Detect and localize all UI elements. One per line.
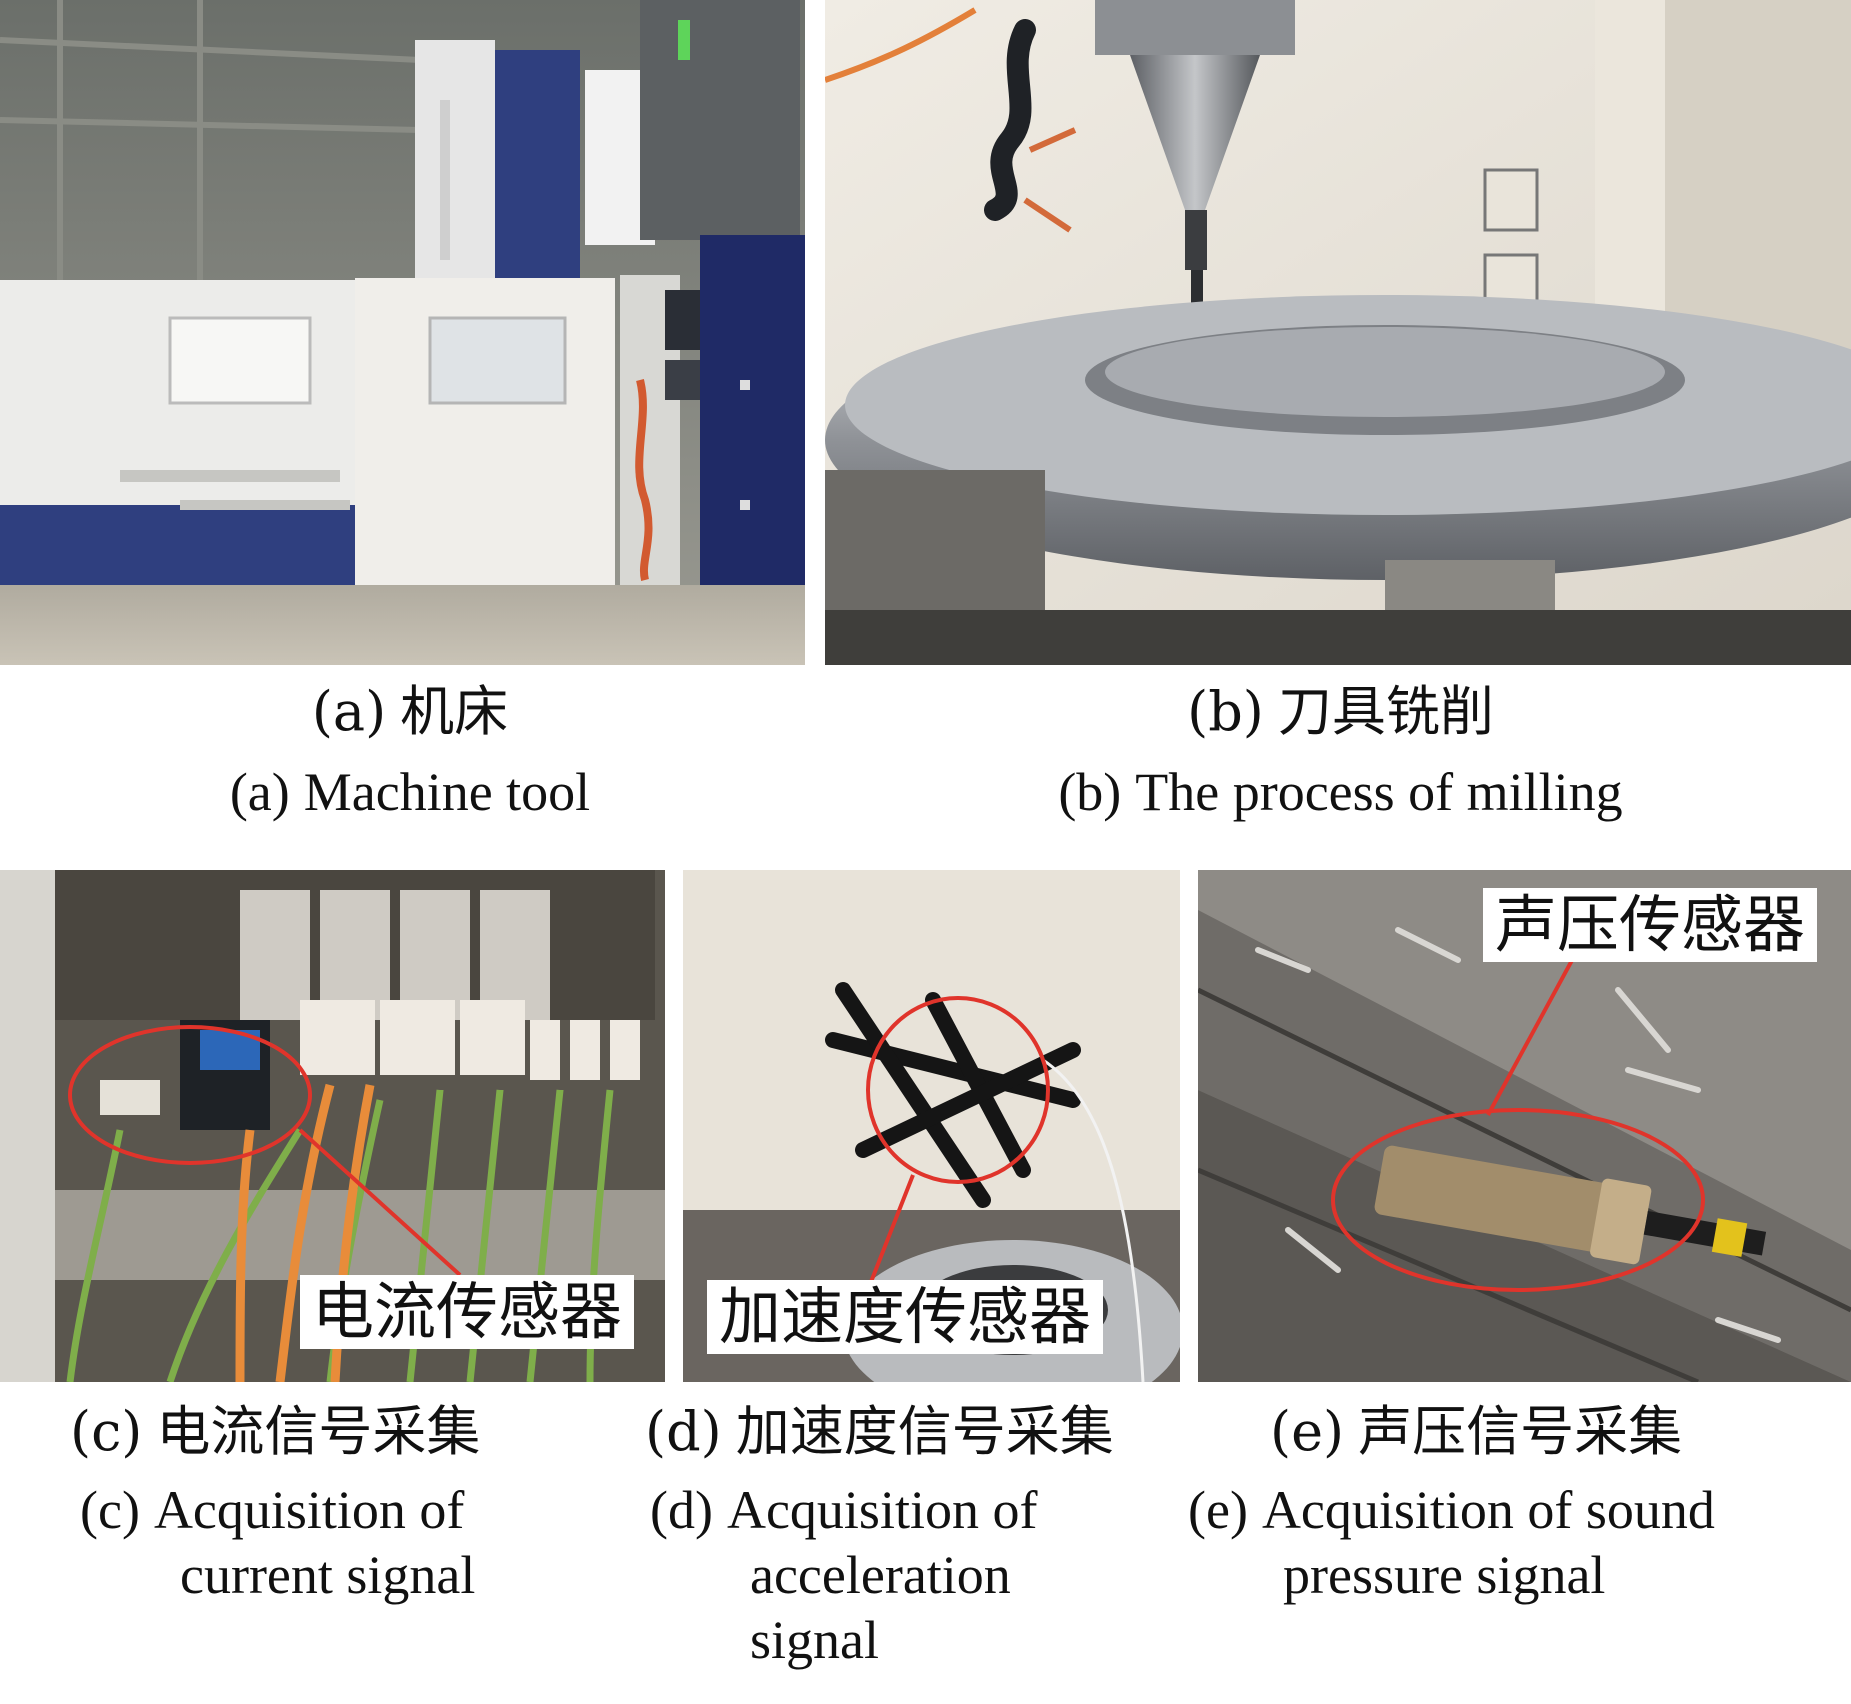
caption-c-cn-label: (c) bbox=[70, 1400, 143, 1463]
caption-a-cn: (a)机床 bbox=[0, 680, 820, 745]
caption-d-cn-label: (d) bbox=[645, 1400, 722, 1463]
photo-acceleration-sensor: 加速度传感器 bbox=[683, 870, 1180, 1382]
caption-c-en: (c)Acquisition of current signal bbox=[80, 1478, 640, 1608]
callout-current-sensor: 电流传感器 bbox=[300, 1275, 635, 1349]
sound-pressure-sensor-illustration bbox=[1198, 870, 1851, 1382]
caption-d-en-line2: acceleration bbox=[750, 1544, 1011, 1605]
caption-a-cn-text: 机床 bbox=[400, 680, 509, 743]
caption-d-cn-text: 加速度信号采集 bbox=[735, 1400, 1114, 1463]
caption-e-cn-label: (e) bbox=[1270, 1400, 1345, 1463]
caption-b-cn: (b)刀具铣削 bbox=[830, 680, 1851, 745]
photo-current-sensor: 电流传感器 bbox=[0, 870, 665, 1382]
callout-acceleration-sensor: 加速度传感器 bbox=[707, 1280, 1104, 1354]
callout-sound-pressure-sensor: 声压传感器 bbox=[1483, 888, 1818, 962]
caption-e-en: (e)Acquisition of sound pressure signal bbox=[1188, 1478, 1851, 1608]
caption-d-en-line3: signal bbox=[750, 1609, 879, 1670]
caption-e-cn-text: 声压信号采集 bbox=[1358, 1400, 1683, 1463]
caption-d-en-label: (d) bbox=[650, 1480, 713, 1540]
machine-tool-illustration bbox=[0, 0, 805, 665]
caption-c-en-line2: current signal bbox=[180, 1544, 476, 1605]
milling-illustration bbox=[825, 0, 1851, 665]
caption-c-cn: (c)电流信号采集 bbox=[70, 1400, 630, 1465]
caption-a-en-label: (a) bbox=[229, 762, 290, 822]
caption-c-en-label: (c) bbox=[80, 1480, 140, 1540]
caption-a-cn-label: (a) bbox=[311, 680, 387, 743]
caption-a-en: (a)Machine tool bbox=[0, 760, 820, 825]
photo-milling-process bbox=[825, 0, 1851, 665]
caption-e-cn: (e)声压信号采集 bbox=[1270, 1400, 1830, 1465]
caption-e-en-label: (e) bbox=[1188, 1480, 1248, 1540]
caption-b-en-label: (b) bbox=[1058, 762, 1122, 822]
caption-a-en-text: Machine tool bbox=[303, 762, 591, 822]
caption-c-cn-text: 电流信号采集 bbox=[156, 1400, 481, 1463]
caption-b-cn-label: (b) bbox=[1187, 680, 1264, 743]
caption-d-en-line1: Acquisition of bbox=[726, 1480, 1038, 1540]
caption-e-en-line2: pressure signal bbox=[1283, 1544, 1606, 1605]
caption-b-en: (b)The process of milling bbox=[830, 760, 1851, 825]
caption-b-en-text: The process of milling bbox=[1135, 762, 1623, 822]
photo-machine-tool bbox=[0, 0, 805, 665]
caption-d-en: (d)Acquisition of acceleration signal bbox=[650, 1478, 1170, 1672]
caption-d-cn: (d)加速度信号采集 bbox=[645, 1400, 1225, 1465]
caption-c-en-line1: Acquisition of bbox=[153, 1480, 465, 1540]
caption-b-cn-text: 刀具铣削 bbox=[1277, 680, 1494, 743]
caption-e-en-line1: Acquisition of sound bbox=[1261, 1480, 1715, 1540]
photo-sound-pressure-sensor: 声压传感器 bbox=[1198, 870, 1851, 1382]
